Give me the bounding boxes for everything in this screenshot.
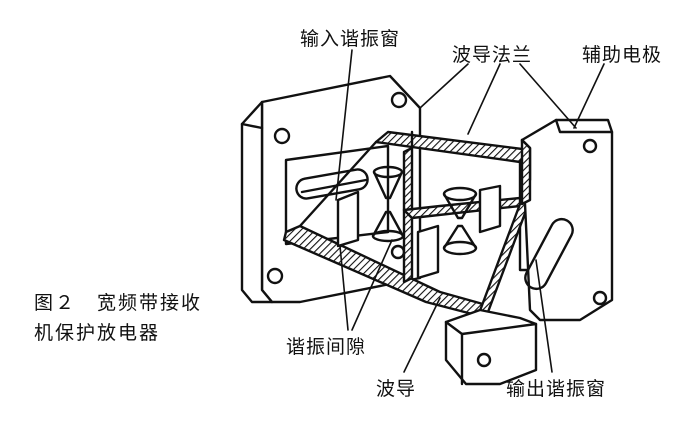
flange-hole xyxy=(582,138,598,154)
resonant-gap-left xyxy=(371,165,405,243)
resonant-gap-right xyxy=(442,186,478,256)
flange-hole xyxy=(266,267,284,285)
output-flange xyxy=(444,118,614,386)
label-waveguide-flange: 波导法兰 xyxy=(452,44,533,66)
label-waveguide: 波导 xyxy=(376,378,417,400)
figure-caption-line1: 图２ 宽频带接收 xyxy=(34,292,203,314)
label-output-window: 输出谐振窗 xyxy=(506,378,607,400)
label-aux-electrode: 辅助电极 xyxy=(582,44,663,66)
label-resonant-gap: 谐振间隙 xyxy=(286,336,367,358)
flange-hole xyxy=(390,91,408,109)
flange-hole xyxy=(592,290,608,306)
flange-hole xyxy=(476,352,492,368)
leader-lines xyxy=(335,49,605,373)
label-input-window: 输入谐振窗 xyxy=(300,28,401,50)
output-slot xyxy=(524,217,574,291)
input-slot xyxy=(295,168,369,200)
figure-caption-line2: 机保护放电器 xyxy=(34,322,161,344)
flange-hole xyxy=(273,127,291,145)
